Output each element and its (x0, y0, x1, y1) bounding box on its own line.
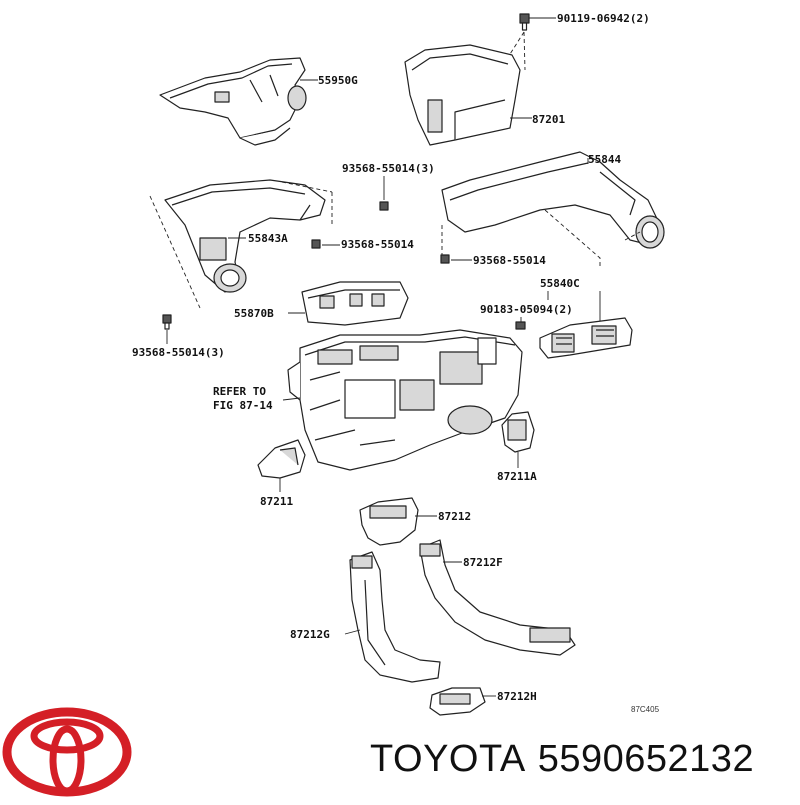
label-55844: 55844 (588, 153, 621, 166)
label-fig-87-14: FIG 87-14 (213, 399, 273, 412)
brand-footer: TOYOTA 5590652132 (370, 738, 766, 781)
part-87212-duct[interactable] (359, 497, 419, 546)
label-93568-55014-mid-left: 93568-55014 (341, 238, 414, 251)
label-87212h: 87212H (497, 690, 537, 703)
dash-55844 (441, 209, 641, 268)
label-93568-55014-mid-right: 93568-55014 (473, 254, 546, 267)
part-87211a-duct[interactable] (501, 411, 535, 453)
part-55870b-panel[interactable] (301, 281, 409, 326)
label-87212: 87212 (438, 510, 471, 523)
label-90183-05094: 90183-05094(2) (480, 303, 573, 316)
part-number: 5590652132 (537, 738, 755, 780)
dash-55843a (149, 181, 333, 309)
part-87212g-rear-duct[interactable] (349, 551, 441, 683)
part-93568-clip-upper[interactable] (379, 201, 389, 211)
leader-87212g (344, 629, 361, 635)
part-55840c-register[interactable] (539, 317, 633, 359)
part-heater-unit-assembly[interactable] (287, 329, 523, 471)
label-87201: 87201 (532, 113, 565, 126)
label-87211a: 87211A (497, 470, 537, 483)
label-refer-to: REFER TO (213, 385, 266, 398)
label-55950g: 55950G (318, 74, 358, 87)
label-87211: 87211 (260, 495, 293, 508)
part-93568-clip-mid-right[interactable] (440, 254, 450, 264)
brand-name: TOYOTA (370, 738, 526, 780)
part-87212f-rear-duct[interactable] (419, 539, 576, 656)
label-55840c: 55840C (540, 277, 580, 290)
part-55844-duct[interactable] (441, 151, 665, 249)
part-93568-clip-mid-left[interactable] (311, 239, 321, 249)
part-93568-clip-lower-left[interactable] (162, 314, 172, 330)
label-55843a: 55843A (248, 232, 288, 245)
part-55843a-duct[interactable] (164, 179, 326, 293)
leader-refer (282, 397, 301, 401)
label-55870b: 55870B (234, 307, 274, 320)
toyota-logo-icon (2, 707, 132, 797)
part-55950g-defroster-nozzle[interactable] (159, 57, 307, 146)
part-87201-duct[interactable] (404, 44, 521, 146)
part-87211-duct[interactable] (257, 439, 306, 479)
part-87212h-duct[interactable] (429, 687, 486, 716)
label-93568-55014-3-lower: 93568-55014(3) (132, 346, 225, 359)
label-90119-06942: 90119-06942(2) (557, 12, 650, 25)
label-93568-55014-3-upper: 93568-55014(3) (342, 162, 435, 175)
part-90119-bolt[interactable] (519, 13, 530, 31)
diagram-code: 87C405 (631, 705, 660, 714)
label-87212g: 87212G (290, 628, 330, 641)
part-90183-clip[interactable] (515, 321, 526, 330)
label-87212f: 87212F (463, 556, 503, 569)
